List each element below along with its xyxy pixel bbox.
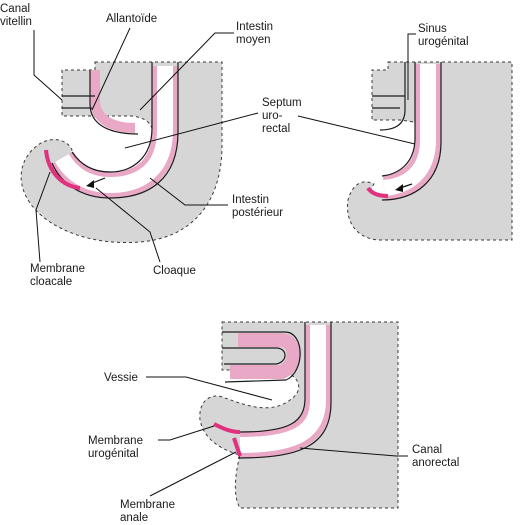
leader-membrane-anale: [150, 452, 236, 496]
panel-stage-1: Canal vitellin Allantoïde Intestin moyen…: [0, 3, 440, 288]
leader-canal-vitellin: [34, 30, 62, 100]
label-cloaque: Cloaque: [153, 265, 196, 277]
label-membrane-anale: Membrane anale: [120, 499, 178, 524]
label-membrane-cloacale: Membrane cloacale: [30, 263, 88, 288]
label-allantoide: Allantoïde: [106, 13, 157, 25]
label-canal-vitellin: Canal vitellin: [0, 3, 33, 28]
embryo-tail-body-1: [21, 62, 222, 243]
panel-stage-3: Vessie Membrane urogénital Canal anorect…: [88, 322, 459, 524]
label-intestin-posterieur: Intestin postérieur: [232, 194, 283, 219]
label-intestin-moyen: Intestin moyen: [236, 21, 276, 46]
label-vessie: Vessie: [104, 372, 138, 384]
label-canal-anorectal: Canal anorectal: [412, 444, 459, 469]
label-sinus-urogenital: Sinus urogénital: [418, 23, 469, 48]
leader-vessie: [146, 377, 272, 400]
label-membrane-urogenital: Membrane urogénital: [88, 435, 146, 460]
panel-stage-2: Sinus urogénital: [347, 23, 512, 240]
